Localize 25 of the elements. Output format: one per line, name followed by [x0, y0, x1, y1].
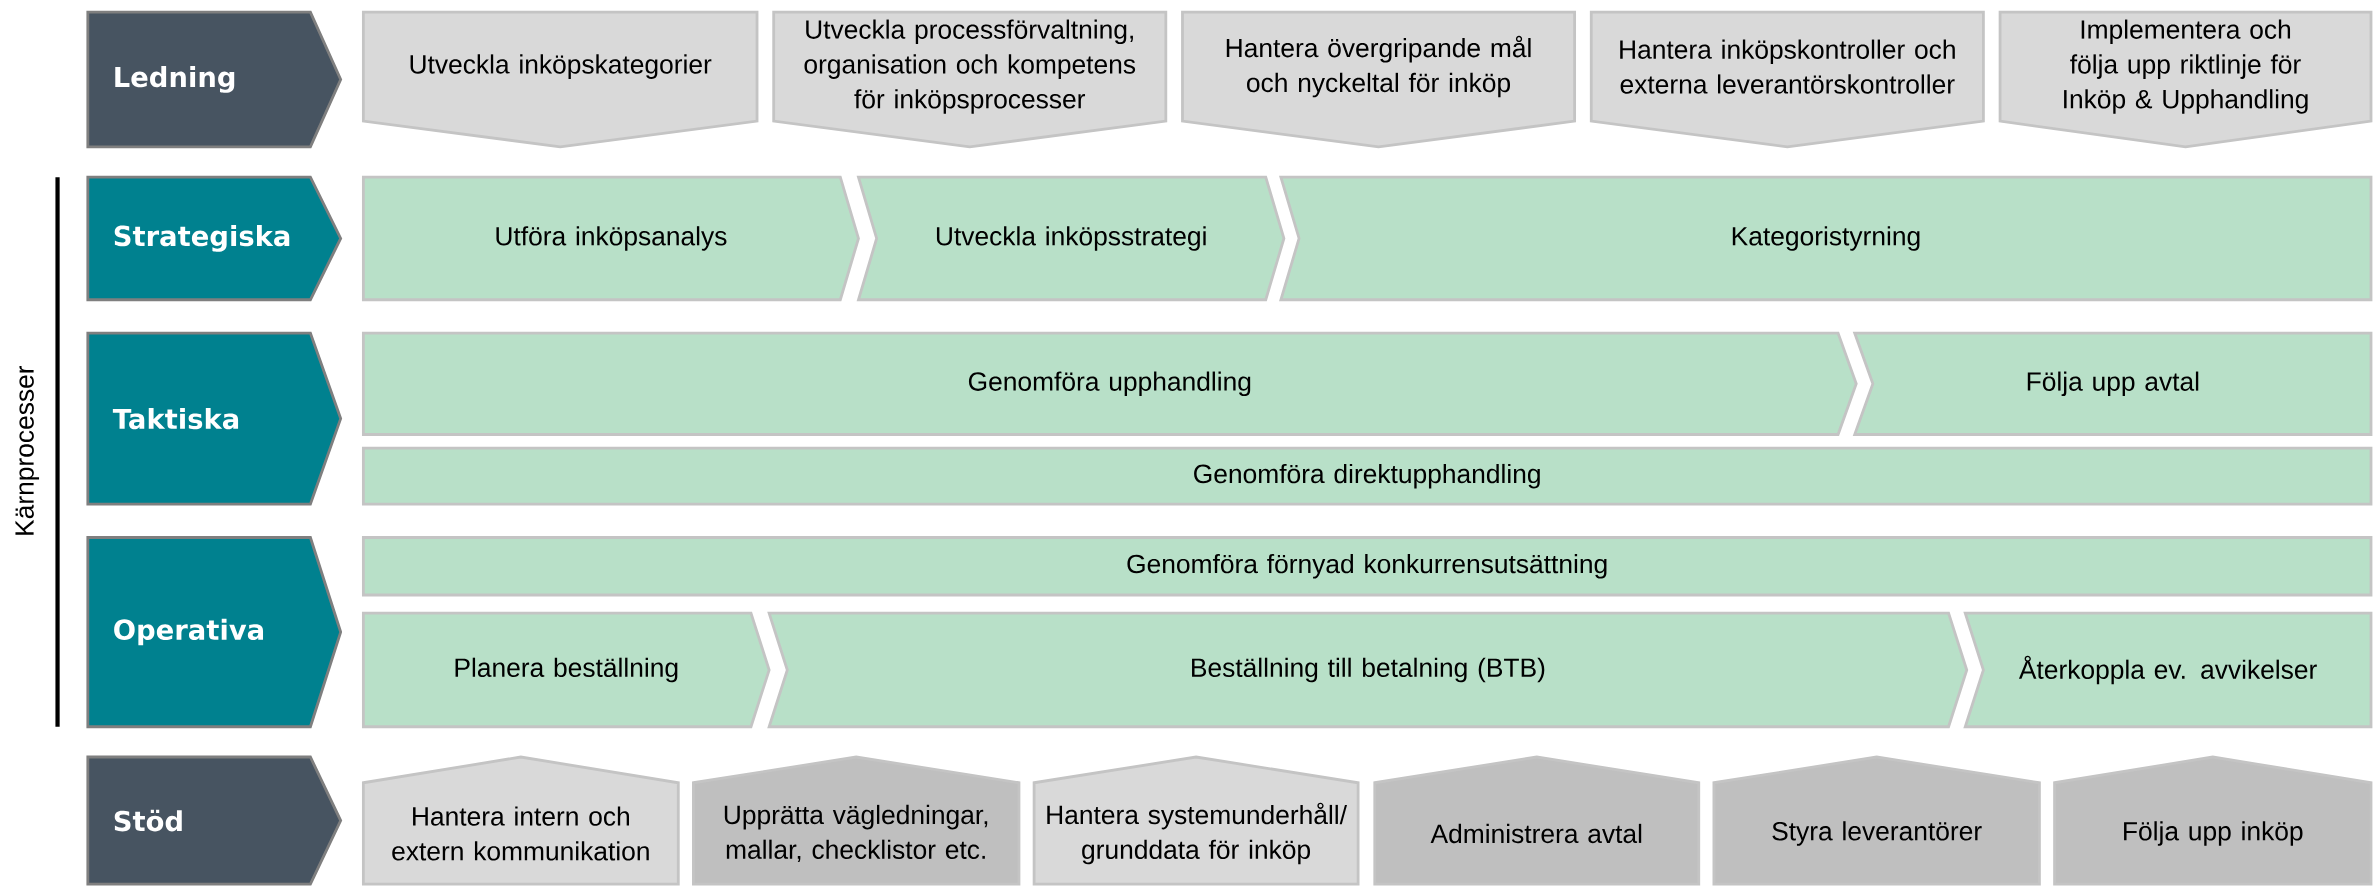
process-box: Hantera intern och extern kommunikation: [361, 755, 680, 886]
process-step-box: Utveckla inköpsstrategi: [856, 175, 1286, 302]
process-box: Hantera övergripande mål och nyckeltal för inköp: [1181, 10, 1576, 149]
process-step-box: Planera beställning: [361, 611, 771, 729]
process-step-box: Utföra inköpsanalys: [361, 175, 860, 302]
process-box: Följa upp inköp: [2053, 755, 2373, 886]
process-bar: Genomföra direktupphandling: [361, 446, 2373, 506]
level-box: Taktiska: [86, 331, 343, 506]
process-box: Upprätta vägledningar, mallar, checklistor etc.: [692, 755, 1021, 886]
level-box: Ledning: [86, 10, 343, 149]
process-box: Implementera och följa upp riktlinje för Inköp & Upphandling: [1998, 10, 2373, 149]
process-bar: Genomföra förnyad konkurrensutsättning: [361, 536, 2373, 597]
process-box: Hantera systemunderhåll/ grunddata för inköp: [1032, 755, 1360, 886]
process-box: Utveckla inköpskategorier: [361, 10, 759, 149]
level-box: Strategiska: [86, 175, 343, 302]
process-box: Utveckla processförvaltning, organisation och kompetens för inköpsprocesser: [772, 10, 1168, 149]
process-step-box: Återkoppla ev. avvikelser: [1963, 611, 2373, 729]
process-box: Administrera avtal: [1373, 755, 1701, 886]
side-label: Kärnprocesser: [15, 365, 40, 535]
level-box: Operativa: [86, 536, 343, 729]
process-box: Hantera inköpskontroller och externa leverantörskontroller: [1589, 10, 1985, 149]
process-step-box: Följa upp avtal: [1852, 331, 2373, 436]
process-step-box: Kategoristyrning: [1279, 175, 2373, 302]
level-box: Stöd: [86, 755, 343, 886]
process-box: Styra leverantörer: [1712, 755, 2041, 886]
